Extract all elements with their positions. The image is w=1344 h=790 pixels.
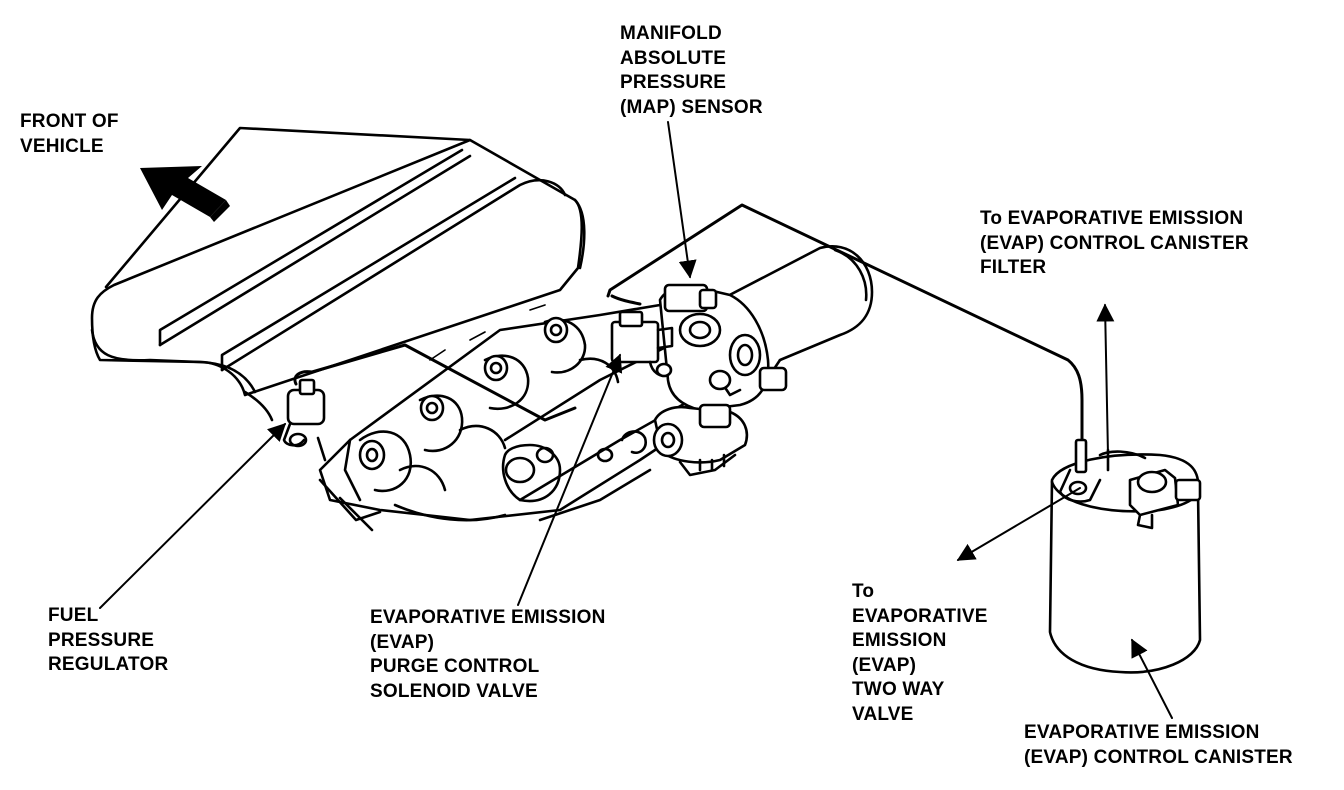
label-purge-solenoid: EVAPORATIVE EMISSION (EVAP) PURGE CONTRO… [370,607,606,702]
map-sensor-leader [667,121,697,279]
iac-valve [620,403,749,477]
label-control-canister: EVAPORATIVE EMISSION (EVAP) CONTROL CANI… [1024,722,1293,768]
label-fuel-pressure-regulator: FUEL PRESSURE REGULATOR [48,605,169,675]
fpr-leader [99,422,287,609]
fuel-pressure-regulator [282,378,327,462]
to-filter-arrow [1096,303,1115,456]
label-front-of-vehicle: FRONT OF VEHICLE [20,111,119,157]
throttle-body [658,283,788,412]
purge-leader [517,353,623,606]
label-two-way-valve: To EVAPORATIVE EMISSION (EVAP) TWO WAY V… [852,581,988,725]
to-two-way-valve-arrow [956,487,1081,561]
evap-canister [1048,438,1202,674]
canister-leader [1131,638,1173,719]
valve-cover [90,126,586,422]
front-arrow-icon [140,166,230,222]
purge-solenoid-valve [610,310,674,378]
vacuum-hoses [293,203,1084,442]
label-map-sensor: MANIFOLD ABSOLUTE PRESSURE (MAP) SENSOR [620,23,763,118]
label-canister-filter: To EVAPORATIVE EMISSION (EVAP) CONTROL C… [980,208,1249,278]
